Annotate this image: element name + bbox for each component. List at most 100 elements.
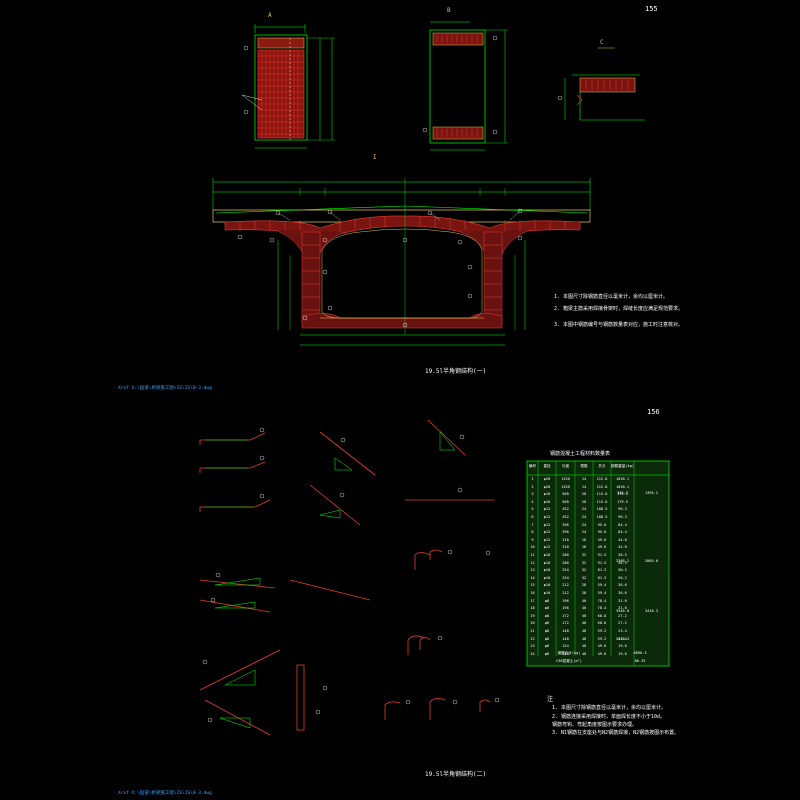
table-cell: 396 [562,522,569,527]
table-cell: 68.8 [597,613,607,618]
table-header: 长度 [561,464,570,468]
table-cell: 452 [562,515,569,519]
table-cell: 286 [562,553,569,557]
table-cell: 8 [531,530,534,535]
table-cell: 124 [562,644,569,649]
table-cell: 16 [581,537,587,542]
table-cell: 5 [531,507,534,512]
table-cell: 27.2 [618,621,627,626]
table-cell: φ12 [543,507,551,512]
table-cell: 12 [530,560,535,565]
table-cell: 172 [562,621,569,626]
table-cell: 23.4 [618,636,627,641]
table-cell: 28 [581,591,587,595]
table-cell: 40 [581,598,587,603]
table-subtotal: 342.7 [617,491,628,495]
material-table-grid [526,460,670,667]
table-cell: 59.4 [597,591,607,595]
section-label-b: B [447,7,451,14]
table-cell: 96.3 [618,515,627,519]
table-cell: 212.8 [596,484,608,489]
table-cell: 56.5 [618,560,627,565]
table-cell: φ10 [543,591,551,595]
table-subtotal: 3346.0 [616,609,629,613]
table-cell: 196 [562,606,569,611]
drawing-2-xref: Xref X:\国道\桥梁施工图\IS\IS\0-3.dwg [118,791,212,796]
drawing-1-xref: Xref X:\国道\桥梁施工图\IS\IS\0-3.dwg [118,386,212,391]
table-cell: 9 [531,537,534,542]
table-cell: 310 [562,537,569,542]
table-cell: 310 [562,545,569,550]
table-cell: 1520 [561,484,570,489]
table-cell: 96.3 [618,507,627,512]
table-cell: 28 [581,583,587,588]
table-total-label: 钢筋合计(kg) [557,651,581,655]
table-cell: 81.3 [597,575,607,580]
section-label-i: I [373,154,377,161]
note-1-item: 1. 本图尺寸除钢筋直径以毫米计，余均以厘米计。 [554,294,669,300]
table-cell: 6 [531,515,534,519]
table-cell: φ8 [544,621,550,626]
table-cell: 59.4 [597,583,607,588]
table-cell: 21 [530,629,535,633]
drawing-2-caption: 19.5l半角钢结构(二) [425,771,487,778]
note-2-item: 2. 钢筋连接采用焊接时，单面焊长度不小于10d。 [552,714,666,720]
table-cell: 91.5 [597,560,607,565]
table-cell: 23.4 [618,629,627,633]
table-cell: φ28 [543,484,551,489]
table-cell: φ12 [543,530,551,535]
table-cell: 11 [530,553,535,557]
table-cell: φ12 [543,522,551,527]
table-cell: 27.2 [618,613,627,618]
table-cell: 50.2 [618,575,627,580]
table-subtotal: 2865.6 [645,559,658,563]
table-cell: φ16 [543,492,551,497]
table-cell: 108.5 [596,507,608,512]
table-cell: 1028.1 [616,484,629,489]
table-cell: 50.2 [618,568,627,573]
page-number-bottom: 156 [647,408,660,416]
table-cell: φ12 [543,537,551,542]
section-label-c: C [600,39,604,46]
table-cell: φ8 [544,598,550,603]
table-header: 根数 [580,464,588,468]
table-cell: 196 [562,598,569,603]
table-cell: 20 [581,492,587,497]
table-cell: φ10 [543,583,551,588]
table-cell: 20 [581,499,587,504]
table-cell: 49.6 [597,537,607,542]
table-cell: φ10 [543,553,551,557]
table-cell: 1 [531,477,534,481]
table-cell: 49.6 [597,651,607,656]
table-cell: 32 [581,560,587,565]
table-cell: 36.6 [618,583,627,588]
table-cell: 24 [581,507,587,512]
table-subtotal: 3368.2 [616,559,629,563]
table-cell: φ10 [543,568,551,573]
table-cell: φ16 [543,499,551,504]
table-cell: φ8 [544,644,550,649]
table-cell: 31.0 [618,606,627,611]
table-cell: 179.5 [617,492,628,497]
table-cell: 23 [530,644,535,649]
table-cell: 17 [530,598,535,603]
table-cell: 22 [530,636,535,641]
note-2-item: 3. N1钢筋在支座处与N2钢筋焊接，N2钢筋按图示布置。 [552,730,680,736]
table-cell: 212.8 [596,477,608,481]
note-1-item: 3. 本图中钢筋编号与钢筋数量表对应，施工时注意核对。 [554,322,684,328]
table-cell: 7 [531,522,534,527]
table-cell: φ8 [544,613,550,618]
table-cell: 40 [581,636,587,641]
section-c-view [557,47,645,121]
table-cell: 254 [562,568,569,573]
table-cell: 396 [562,530,569,535]
table-cell: 84.4 [618,530,627,535]
table-total-value: 6890.3 [633,651,647,655]
table-cell: 56.5 [618,553,627,557]
table-cell: 254 [562,575,569,580]
table-header: 钢筋重量(kg) [611,464,634,468]
table-cell: 16 [530,591,535,595]
section-a-view [241,24,335,149]
table-cell: 32 [581,575,587,580]
section-b-view [422,21,508,151]
